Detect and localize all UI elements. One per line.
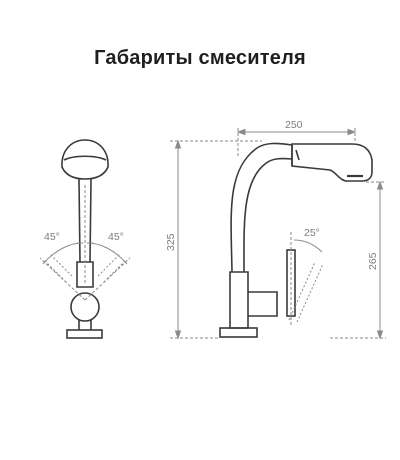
- total-height-label: 325: [165, 233, 177, 251]
- side-spout: [230, 142, 293, 273]
- page-title: Габариты смесителя: [94, 47, 306, 69]
- lever-angle-arc: [293, 239, 323, 253]
- spout-height-label: 265: [367, 252, 379, 270]
- right-angle-label: 45°: [108, 231, 124, 243]
- dim-spout-height: [330, 180, 386, 340]
- dim-width-arrows: [236, 128, 357, 136]
- front-neck: [78, 320, 92, 330]
- side-spray-head-ring: [291, 145, 300, 166]
- side-base: [219, 327, 258, 338]
- side-spray-head: [291, 143, 373, 182]
- front-body: [76, 261, 94, 288]
- front-spout-tube: [78, 178, 92, 263]
- front-angle-lines: [39, 185, 131, 301]
- dim-width: [236, 128, 357, 158]
- dim-total-height: [170, 139, 262, 340]
- right-lever-ghost: [97, 253, 127, 283]
- front-spray-head: [61, 139, 109, 180]
- front-view: [61, 139, 109, 339]
- left-angle-arc: [42, 242, 83, 265]
- lever-tilt-ghost: [288, 261, 324, 323]
- side-lever-angle: [288, 232, 324, 325]
- front-base: [66, 329, 103, 339]
- side-body: [229, 271, 249, 329]
- right-angle-arc: [87, 242, 128, 265]
- side-lever-block: [248, 291, 278, 317]
- left-lever-ghost: [43, 253, 73, 283]
- lever-angle-label: 25°: [304, 227, 320, 239]
- front-spray-head-band: [63, 155, 107, 161]
- front-ball-joint: [70, 292, 100, 322]
- dim-spout-arrows: [376, 180, 384, 340]
- width-label: 250: [285, 119, 303, 131]
- left-angle-label: 45°: [44, 231, 60, 243]
- dim-total-arrows: [174, 139, 182, 340]
